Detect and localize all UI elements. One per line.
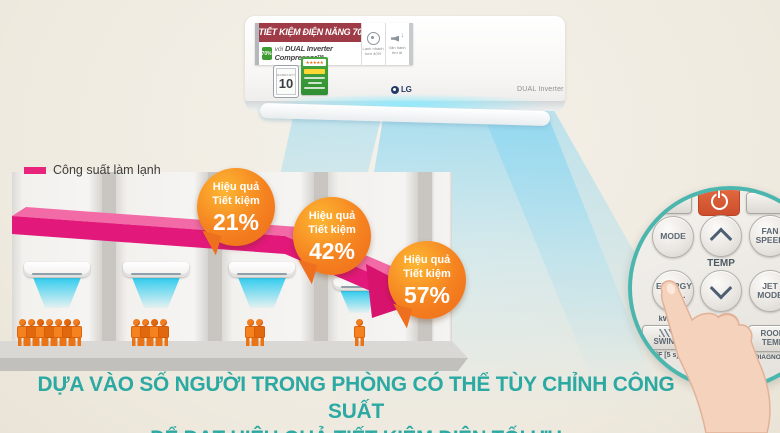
mini-ac-room-2 xyxy=(123,262,189,277)
mode-button[interactable]: MODE xyxy=(652,216,694,258)
legend: Công suất làm lạnh xyxy=(24,163,161,177)
fast-cooling-feature: Lạnh nhanh hơn 40% xyxy=(360,23,385,65)
legend-label: Công suất làm lạnh xyxy=(53,163,161,177)
person-figure xyxy=(44,319,55,346)
sticker-end-bar xyxy=(408,23,413,65)
energy-label-line xyxy=(307,82,322,84)
person-figure xyxy=(354,319,365,346)
energy-label-line xyxy=(304,87,325,89)
swing-button[interactable]: SWING xyxy=(642,325,692,350)
energy-label-line xyxy=(304,77,325,79)
caption-line-1: DỰA VÀO SỐ NGƯỜI TRONG PHÒNG CÓ THỂ TÙY … xyxy=(37,372,675,423)
temp-label: TEMP xyxy=(707,257,735,269)
mini-ac-room-1 xyxy=(24,262,90,277)
caption-line-2: ĐỂ ĐẠT HIỆU QUẢ TIẾT KIỆM ĐIỆN TỐI ƯU xyxy=(11,425,702,433)
kw-hint-label: kW [3 s] xyxy=(658,313,688,323)
lg-logo-icon xyxy=(391,85,399,94)
person-figure xyxy=(71,319,82,346)
savings-value: 42% xyxy=(308,237,356,264)
person-figure xyxy=(17,319,28,346)
person-figure xyxy=(26,319,37,346)
energy-rating-stars: ★★★★★ xyxy=(303,59,326,66)
temp-down-button[interactable] xyxy=(700,270,742,312)
fahrenheit-hint-label: °F [5 s] xyxy=(655,352,679,359)
people-group-room-1 xyxy=(17,319,82,346)
diagnosis-label: DIAGNOSIS xyxy=(754,354,780,361)
savings-value: 21% xyxy=(212,208,260,235)
low-noise-feature: Vận hành êm ái xyxy=(384,23,409,65)
room-panel-1 xyxy=(12,172,102,342)
swing-icon xyxy=(659,328,675,337)
temp-up-button[interactable] xyxy=(700,215,742,257)
dual-inverter-label: DUAL Inverter xyxy=(517,86,564,93)
mini-ac-room-3 xyxy=(229,262,295,277)
energy-saving-sticker: TIẾT KIỆM ĐIỆN NĂNG 70%* 70% với DUAL In… xyxy=(255,23,413,65)
savings-badge-57: Hiệu quả Tiết kiệm 57% xyxy=(387,241,466,329)
sticker-subtitle: với DUAL Inverter Compressor™ xyxy=(274,44,333,62)
savings-badge-42: Hiệu quả Tiết kiệm 42% xyxy=(292,197,371,285)
power-icon xyxy=(710,190,728,210)
caption: DỰA VÀO SỐ NGƯỜI TRONG PHÒNG CÓ THỂ TÙY … xyxy=(11,371,702,433)
lg-logo: LG xyxy=(391,85,412,94)
room-panel-2 xyxy=(116,172,208,342)
savings-badge-21: Hiệu quả Tiết kiệm 21% xyxy=(196,168,275,256)
people-group-room-3 xyxy=(245,319,265,346)
person-figure xyxy=(158,319,169,346)
power-button[interactable] xyxy=(698,190,740,216)
chevron-up-icon xyxy=(709,227,733,251)
fan-speed-button[interactable]: FAN SPEED xyxy=(749,215,780,257)
person-figure xyxy=(53,319,64,346)
sticker-spine xyxy=(255,23,259,65)
person-figure xyxy=(140,319,151,346)
legend-swatch xyxy=(24,166,46,174)
mini-ac-room-4 xyxy=(333,278,385,290)
warranty-10-year-badge: WARRANTY 10 xyxy=(273,65,299,98)
people-group-room-4 xyxy=(354,319,365,346)
person-figure xyxy=(149,319,160,346)
savings-value: 57% xyxy=(403,281,451,308)
person-figure xyxy=(35,319,46,346)
energy-rating-label: ★★★★★ xyxy=(301,57,328,95)
person-figure xyxy=(245,319,256,346)
remote-control-closeup: MODE FAN SPEED TEMP ENERGY CTRL. JET MOD… xyxy=(628,186,780,390)
floor-front xyxy=(0,358,468,371)
person-figure xyxy=(131,319,142,346)
energy-chip: 70% xyxy=(261,47,272,60)
person-figure xyxy=(254,319,265,346)
jet-mode-button[interactable]: JET MODE xyxy=(749,270,780,312)
bottom-middle-button[interactable] xyxy=(698,325,742,347)
chevron-down-icon xyxy=(709,276,733,300)
sticker-title: TIẾT KIỆM ĐIỆN NĂNG 70%* xyxy=(258,23,373,42)
remote-top-right-button[interactable] xyxy=(746,192,780,214)
person-figure xyxy=(62,319,73,346)
low-noise-icon xyxy=(391,32,405,44)
people-group-room-2 xyxy=(131,319,169,346)
remote-top-left-button[interactable] xyxy=(640,192,692,214)
fast-cooling-icon xyxy=(366,32,380,46)
energy-ctrl-button[interactable]: ENERGY CTRL. xyxy=(652,270,694,312)
energy-rating-highlight xyxy=(304,69,325,74)
room-temp-button[interactable]: ROOM TEMP xyxy=(748,325,780,352)
